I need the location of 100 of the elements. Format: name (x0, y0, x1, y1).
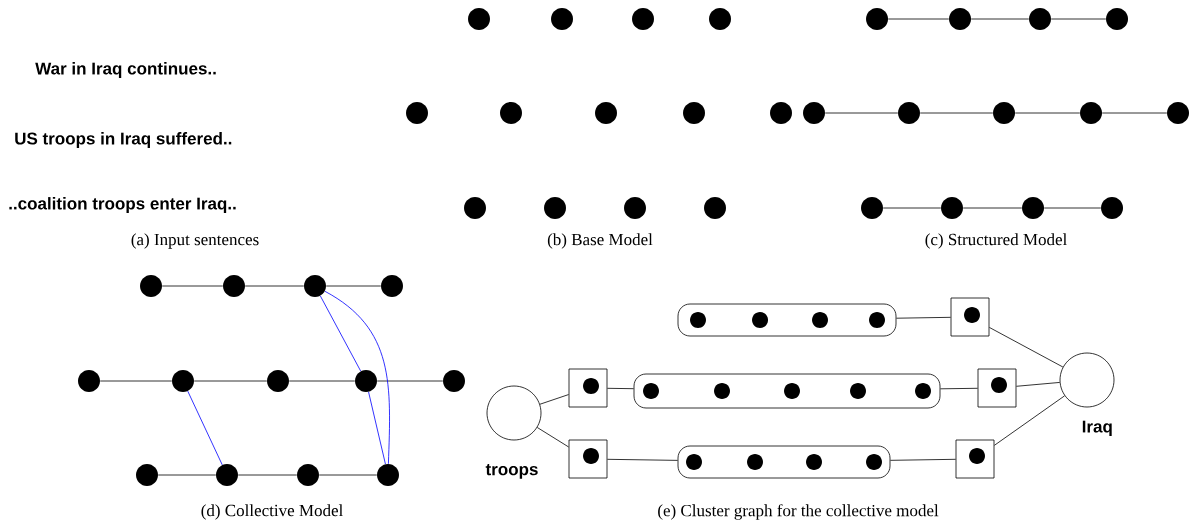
dot (643, 383, 659, 399)
connector-line (824, 112, 899, 114)
connector-line (962, 207, 1023, 209)
connector-line (989, 327, 1064, 368)
dot (223, 275, 245, 297)
dot (595, 102, 617, 124)
dot (136, 464, 158, 486)
connector-line (887, 18, 950, 20)
sentence-text: US troops in Iraq suffered.. (15, 132, 232, 148)
rounded-band (677, 303, 897, 337)
dot (964, 307, 980, 323)
dot (443, 370, 465, 392)
dot (714, 383, 730, 399)
dot (993, 102, 1015, 124)
dot (752, 312, 768, 328)
dot (583, 378, 599, 394)
connector-line (1016, 382, 1061, 387)
connector-line (940, 387, 978, 390)
dot (216, 464, 238, 486)
connector-line (890, 458, 956, 461)
dot (770, 102, 792, 124)
dot (991, 377, 1007, 393)
dot (406, 102, 428, 124)
dot (304, 275, 326, 297)
dot (690, 312, 706, 328)
dot (551, 8, 573, 30)
dot (468, 8, 490, 30)
connector-line (193, 380, 268, 382)
dot (464, 197, 486, 219)
square-box (568, 439, 608, 479)
dot (1106, 8, 1128, 30)
dot (969, 448, 985, 464)
connector-line (919, 112, 994, 114)
connector-line (157, 474, 217, 476)
connector-line (99, 380, 173, 382)
connector-line (325, 285, 382, 287)
dot (915, 383, 931, 399)
rounded-band (633, 373, 941, 409)
dot (686, 454, 702, 470)
dot (624, 197, 646, 219)
dot (812, 312, 828, 328)
connector-line (237, 474, 298, 476)
connector-line (1101, 112, 1168, 114)
connector-line (607, 387, 634, 390)
connector-line (1043, 207, 1102, 209)
dot (297, 464, 319, 486)
dot (941, 197, 963, 219)
dot (683, 102, 705, 124)
dot (544, 197, 566, 219)
dot (78, 370, 100, 392)
dot (355, 370, 377, 392)
sentence-text: War in Iraq continues.. (35, 62, 216, 78)
dot (866, 8, 888, 30)
sentence-text: ..coalition troops enter Iraq.. (9, 197, 236, 213)
dot (140, 275, 162, 297)
connector-line (318, 474, 378, 476)
caption-text: (a) Input sentences (131, 233, 259, 249)
dot (500, 102, 522, 124)
dot (709, 8, 731, 30)
connector-line (536, 427, 569, 448)
connector-line (970, 18, 1030, 20)
connector-line (896, 316, 951, 319)
dot (898, 102, 920, 124)
square-box (950, 297, 990, 337)
dot (1101, 197, 1123, 219)
connector-line (1050, 18, 1107, 20)
dot (583, 448, 599, 464)
dot (377, 464, 399, 486)
dot (861, 197, 883, 219)
dot (632, 8, 654, 30)
connector-line (994, 395, 1065, 446)
dot (866, 454, 882, 470)
connector-line (368, 391, 386, 465)
connector-line (324, 290, 390, 465)
connector-line (1014, 112, 1081, 114)
dot (1029, 8, 1051, 30)
dot (1167, 102, 1189, 124)
connector-line (882, 207, 942, 209)
dot (747, 454, 763, 470)
square-box (955, 439, 995, 479)
connector-line (244, 285, 305, 287)
caption-text: (e) Cluster graph for the collective model (658, 504, 939, 520)
caption-text: (b) Base Model (547, 233, 653, 249)
square-box (977, 368, 1017, 408)
caption-text: (d) Collective Model (201, 504, 343, 520)
connector-line (607, 458, 678, 461)
dot (704, 197, 726, 219)
dot (784, 383, 800, 399)
connector-line (319, 295, 362, 372)
dot (806, 454, 822, 470)
square-box (568, 368, 608, 408)
dot (869, 312, 885, 328)
node-label: Iraq (1082, 420, 1112, 436)
connector-line (161, 285, 224, 287)
rounded-band (677, 445, 891, 479)
node-label: troops (485, 464, 538, 479)
dot (381, 275, 403, 297)
dot (267, 370, 289, 392)
dot (949, 8, 971, 30)
connector-line (187, 390, 223, 466)
